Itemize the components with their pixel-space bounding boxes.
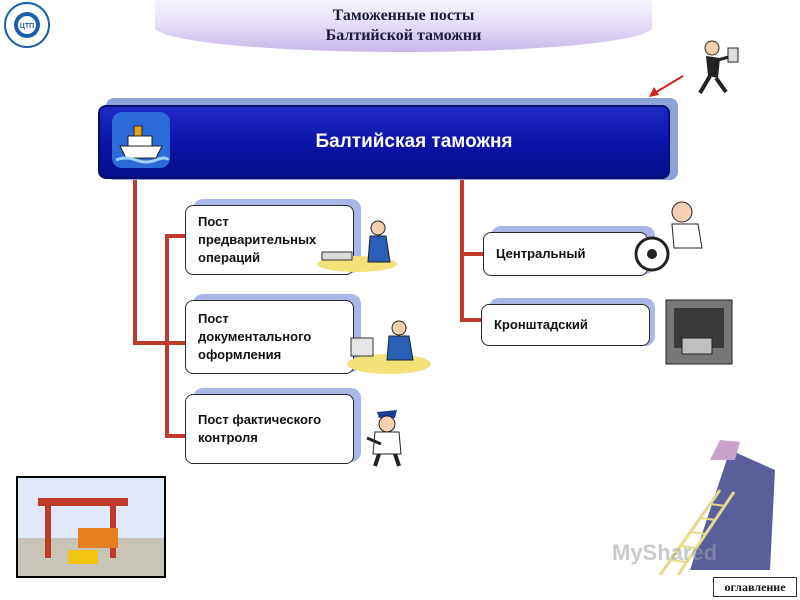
table-of-contents-button[interactable]: оглавление xyxy=(713,577,797,597)
watermark: MyShared xyxy=(612,540,718,565)
connector-right-branch-1 xyxy=(460,252,484,256)
post-label: Кронштадский xyxy=(494,317,588,332)
customs-officer-icon xyxy=(363,404,413,468)
post-kronstadt[interactable]: Кронштадский xyxy=(481,304,650,346)
captain-wheel-icon xyxy=(632,196,714,276)
title-line-2: Балтийской таможни xyxy=(325,27,482,44)
logo: ЦТП xyxy=(4,2,50,48)
desk-worker-icon xyxy=(312,218,402,274)
header-label: Балтийская таможня xyxy=(315,131,513,152)
computer-monitor-icon xyxy=(664,298,734,366)
connector-left-trunk xyxy=(133,180,137,345)
connector-left-branch-2 xyxy=(133,341,185,345)
connector-left-branch-3 xyxy=(165,434,185,438)
connector-right-trunk xyxy=(460,180,464,322)
port-crane-illustration xyxy=(16,476,166,578)
header-bar[interactable]: Балтийская таможня xyxy=(98,105,670,179)
post-documentary-clearance[interactable]: Пост документального оформления xyxy=(185,300,354,374)
svg-text:ЦТП: ЦТП xyxy=(20,23,34,30)
post-label: Центральный xyxy=(496,246,586,261)
computer-operator-icon xyxy=(345,318,433,376)
connector-left-inner-trunk xyxy=(165,234,169,438)
post-central[interactable]: Центральный xyxy=(483,232,648,276)
red-arrow-icon xyxy=(645,72,685,100)
customs-logo-icon: ЦТП xyxy=(4,2,50,48)
title-line-1: Таможенные посты xyxy=(332,7,475,24)
ship-icon xyxy=(112,112,170,168)
post-label: Пост документального оформления xyxy=(198,311,312,362)
ship-ladder-illustration xyxy=(650,430,780,576)
post-actual-control[interactable]: Пост фактического контроля xyxy=(185,394,354,464)
post-label: Пост фактического контроля xyxy=(198,412,322,445)
post-label: Пост предварительных операций xyxy=(198,214,317,265)
connector-right-branch-2 xyxy=(460,318,484,322)
title-banner: Таможенные посты Балтийской таможни xyxy=(155,0,652,52)
running-man-icon xyxy=(670,38,740,98)
connector-left-branch-1 xyxy=(165,234,185,238)
